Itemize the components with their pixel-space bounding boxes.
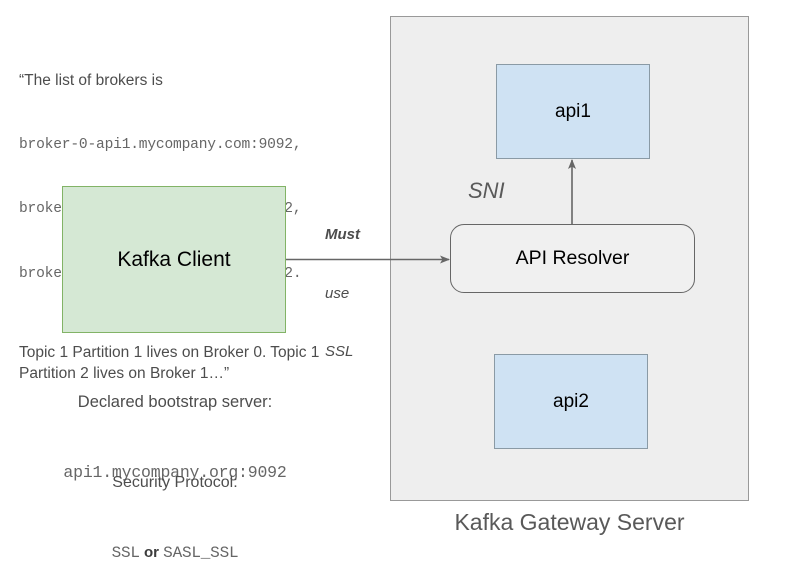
- connection-label-use: use: [325, 284, 350, 302]
- kafka-client-label: Kafka Client: [117, 247, 231, 271]
- declared-bootstrap-value: api1.mycompany.org:9092: [63, 463, 287, 482]
- api1-label: api1: [555, 100, 591, 122]
- connection-label-must-use-ssl: Must use SSL: [325, 186, 385, 401]
- security-option-ssl: SSL: [111, 544, 140, 562]
- security-protocol-block: Security Protocol: SSL or SASL_SSL: [30, 425, 320, 567]
- sni-edge-label: SNI: [468, 178, 505, 203]
- partition-assignment-text: Topic 1 Partition 1 lives on Broker 0. T…: [19, 344, 320, 382]
- security-option-sasl-ssl: SASL_SSL: [163, 544, 239, 562]
- api-resolver-box: API Resolver: [450, 224, 695, 293]
- security-protocol-label: Security Protocol:: [112, 474, 238, 491]
- api1-box: api1: [496, 64, 650, 159]
- gateway-server-caption: Kafka Gateway Server: [454, 509, 685, 535]
- api2-label: api2: [553, 390, 589, 412]
- kafka-client-box: Kafka Client: [62, 186, 286, 333]
- security-conjunction: or: [139, 544, 164, 561]
- declared-bootstrap-label: Declared bootstrap server:: [77, 393, 273, 411]
- security-protocol-values: SSL or SASL_SSL: [30, 540, 320, 566]
- api-resolver-label: API Resolver: [515, 247, 630, 269]
- connection-label-must: Must: [325, 226, 360, 243]
- declared-bootstrap-server: Declared bootstrap server: api1.mycompan…: [30, 345, 320, 531]
- api2-box: api2: [494, 354, 648, 449]
- connection-label-ssl: SSL: [325, 343, 354, 360]
- broker-address-0: broker-0-api1.mycompany.com:9092,: [19, 136, 302, 153]
- quote-lead-text: “The list of brokers is: [19, 72, 163, 89]
